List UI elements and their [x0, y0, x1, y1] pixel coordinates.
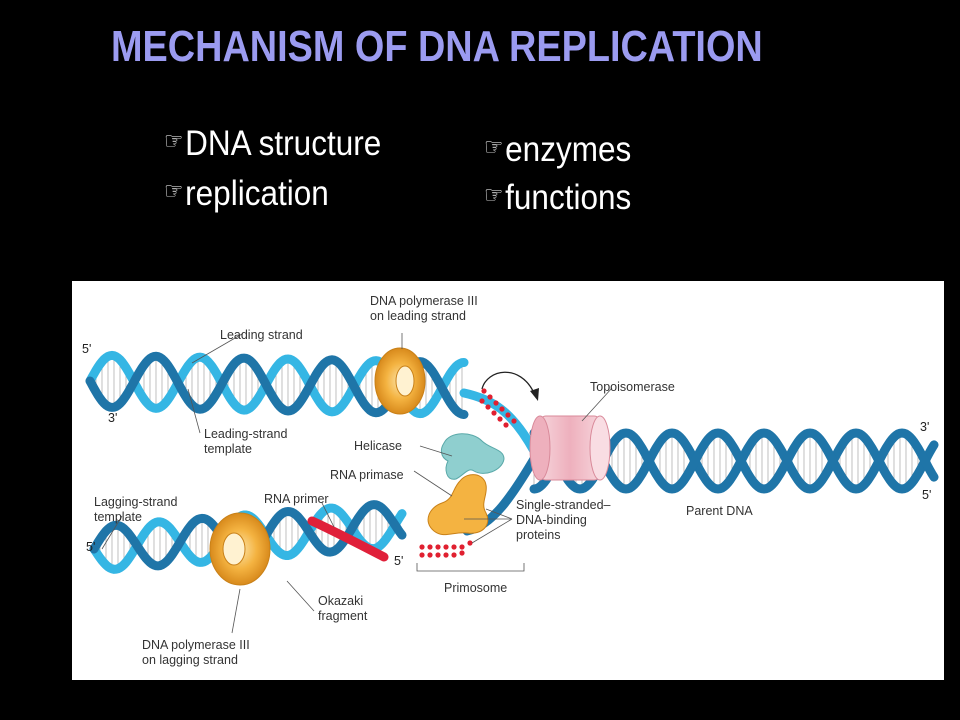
ssb-protein-dot: [511, 418, 517, 424]
ssb-protein-dot: [487, 394, 493, 400]
bullet-text: DNA structure: [185, 124, 382, 163]
label-helicase: Helicase: [354, 439, 402, 453]
ssb-protein-dot: [451, 552, 457, 558]
label-dna-pol-leading-1: DNA polymerase III: [370, 294, 478, 308]
label-okazaki-2: fragment: [318, 609, 368, 623]
end-left-top-5: 5': [82, 342, 91, 356]
label-ssb-3: proteins: [516, 528, 560, 542]
ssb-protein-dot: [459, 544, 465, 550]
label-rna-primase: RNA primase: [330, 468, 404, 482]
ssb-protein-dots: [419, 388, 517, 558]
label-leading-template-2: template: [204, 442, 252, 456]
ssb-protein-dot: [443, 552, 449, 558]
label-lagging-template-1: Lagging-strand: [94, 495, 177, 509]
label-okazaki-1: Okazaki: [318, 594, 363, 608]
ssb-protein-dot: [503, 422, 509, 428]
pointing-hand-icon: ☞: [164, 178, 184, 205]
ssb-protein-dot: [427, 552, 433, 558]
bullet-functions: ☞functions: [484, 178, 631, 218]
ssb-protein-dot: [459, 550, 465, 556]
label-lagging-template-2: template: [94, 510, 142, 524]
end-lag-left-5: 5': [86, 540, 95, 554]
rna-primer-segment: [307, 516, 389, 562]
label-parent-dna: Parent DNA: [686, 504, 753, 518]
ssb-protein-dot: [485, 404, 491, 410]
rotation-arrow: [481, 371, 535, 394]
ssb-protein-dot: [435, 544, 441, 550]
ssb-protein-dot: [479, 398, 485, 404]
label-dna-pol-leading-2: on leading strand: [370, 309, 466, 323]
end-right-3: 3': [920, 420, 929, 434]
end-primer-5: 5': [394, 554, 403, 568]
ssb-protein-dot: [435, 552, 441, 558]
label-leading-strand: Leading strand: [220, 328, 303, 342]
ssb-protein-dot: [493, 400, 499, 406]
ssb-protein-dot: [499, 406, 505, 412]
bullet-enzymes: ☞enzymes: [484, 130, 631, 170]
ssb-protein-dot: [419, 544, 425, 550]
ssb-protein-dot: [505, 412, 511, 418]
ssb-protein-dot: [427, 544, 433, 550]
pointing-hand-icon: ☞: [484, 182, 504, 209]
leader-lines: [101, 333, 613, 634]
ssb-protein-dot: [491, 410, 497, 416]
label-dna-pol-lagging-2: on lagging strand: [142, 653, 238, 667]
bullet-text: enzymes: [505, 130, 632, 169]
rna-primase-enzyme: [427, 474, 489, 536]
diagram-svg: DNA polymerase III on leading strand Lea…: [82, 294, 939, 667]
dna-polymerase-leading: [374, 347, 426, 415]
ssb-protein-dot: [443, 544, 449, 550]
label-primosome: Primosome: [444, 581, 507, 595]
ssb-protein-dot: [467, 540, 473, 546]
slide-title: MECHANISM OF DNA REPLICATION: [111, 22, 763, 71]
helicase-enzyme: [440, 433, 505, 480]
topoisomerase-enzyme: [529, 415, 611, 481]
label-rna-primer: RNA primer: [264, 492, 329, 506]
ssb-protein-dot: [481, 388, 487, 394]
end-right-5: 5': [922, 488, 931, 502]
dna-polymerase-lagging: [209, 512, 271, 586]
label-dna-pol-lagging-1: DNA polymerase III: [142, 638, 250, 652]
rotation-arrow-head: [530, 388, 539, 401]
label-topoisomerase: Topoisomerase: [590, 380, 675, 394]
end-left-top-3: 3': [108, 411, 117, 425]
bullet-text: replication: [185, 174, 329, 213]
pointing-hand-icon: ☞: [164, 128, 184, 155]
bullet-replication: ☞replication: [164, 174, 329, 214]
ssb-protein-dot: [419, 552, 425, 558]
ssb-protein-dot: [497, 416, 503, 422]
label-ssb-2: DNA-binding: [516, 513, 587, 527]
ssb-protein-dot: [451, 544, 457, 550]
label-ssb-1: Single-stranded–: [516, 498, 611, 512]
pointing-hand-icon: ☞: [484, 134, 504, 161]
label-leading-template-1: Leading-strand: [204, 427, 287, 441]
dna-replication-diagram: DNA polymerase III on leading strand Lea…: [72, 281, 944, 680]
bullet-text: functions: [505, 178, 632, 217]
bullet-dna-structure: ☞DNA structure: [164, 124, 381, 164]
